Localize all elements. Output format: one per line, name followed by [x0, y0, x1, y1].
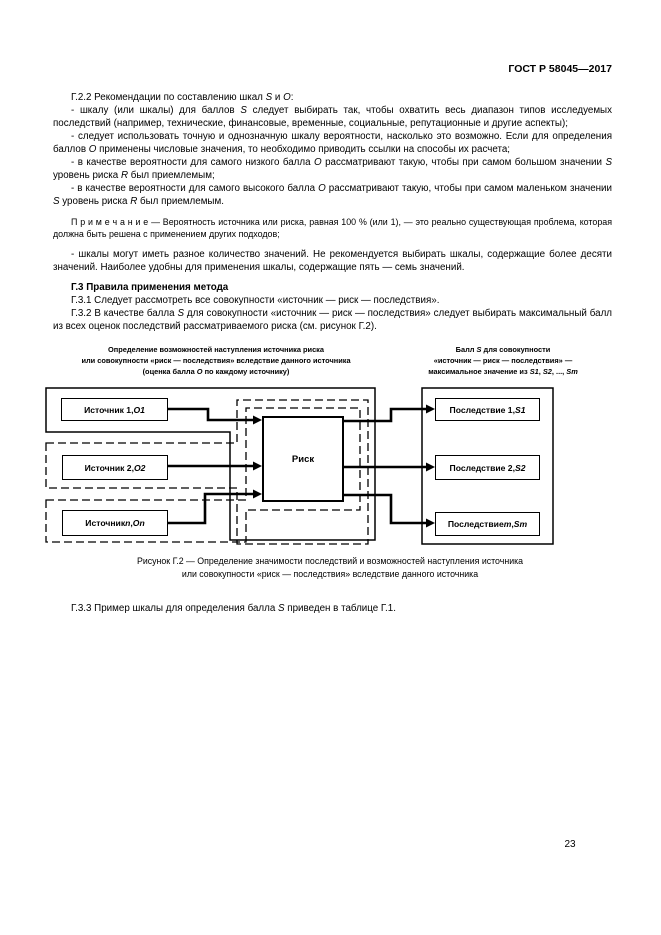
bullet-scale-range: - шкалу (или шкалы) для баллов S следует… — [53, 105, 612, 129]
connector-risk-consequence1 — [344, 404, 435, 423]
paragraph-g33: Г.3.3 Пример шкалы для определения балла… — [71, 602, 396, 614]
consequence-m-box: Последствие m, Sm — [435, 512, 540, 536]
arrowhead-into-consequence1 — [426, 404, 435, 414]
risk-box: Риск — [262, 416, 344, 502]
arrowhead-into-risk-top — [253, 415, 262, 425]
paragraph-g32: Г.3.2 В качестве балла S для совокупност… — [53, 308, 612, 332]
arrowhead-into-risk-middle — [253, 461, 262, 471]
bullet-probability-scale: - следует использовать точную и однознач… — [53, 131, 612, 155]
bullet-highest-score: - в качестве вероятности для самого высо… — [53, 183, 612, 207]
arrowhead-into-risk-bottom — [253, 489, 262, 499]
connector-risk-consequence2 — [344, 462, 435, 472]
bullet-scale-values: - шкалы могут иметь разное количество зн… — [53, 249, 612, 273]
arrowhead-into-consequence2 — [426, 462, 435, 472]
figure-right-header: Балл S для совокупности«источник — риск … — [428, 345, 578, 376]
boundary-source-1 — [45, 387, 376, 541]
consequence2-box: Последствие 2, S2 — [435, 455, 540, 480]
figure-caption: Рисунок Г.2 — Определение значимости пос… — [136, 556, 524, 579]
connector-source2-risk — [168, 461, 262, 471]
boundary-source-n — [45, 407, 361, 543]
paragraph-g31: Г.3.1 Следует рассмотреть все совокупнос… — [71, 295, 440, 306]
connector-risk-consequencem — [344, 493, 435, 528]
figure-left-header: Определение возможностей наступления ист… — [81, 345, 351, 376]
consequence1-box: Последствие 1, S1 — [435, 398, 540, 421]
page-number: 23 — [564, 839, 576, 850]
section-heading-g3: Г.3 Правила применения метода — [71, 282, 229, 293]
connector-source1-risk — [168, 407, 262, 425]
source1-box: Источник 1, О1 — [61, 398, 168, 421]
arrowhead-into-consequencem — [426, 518, 435, 528]
source2-box: Источник 2, О2 — [62, 455, 168, 480]
note-paragraph: П р и м е ч а н и е — Вероятность источн… — [53, 217, 612, 239]
paragraph-g22: Г.2.2 Рекомендации по составлению шкал S… — [71, 92, 294, 103]
bullet-lowest-score: - в качестве вероятности для самого низк… — [53, 157, 612, 181]
boundary-source-2 — [45, 399, 369, 545]
body-text: Г.2.2 Рекомендации по составлению шкал S… — [53, 91, 612, 333]
source-n-box: Источник n, Оn — [62, 510, 168, 536]
connector-sourcen-risk — [168, 489, 262, 525]
document-title: ГОСТ Р 58045—2017 — [508, 63, 612, 75]
